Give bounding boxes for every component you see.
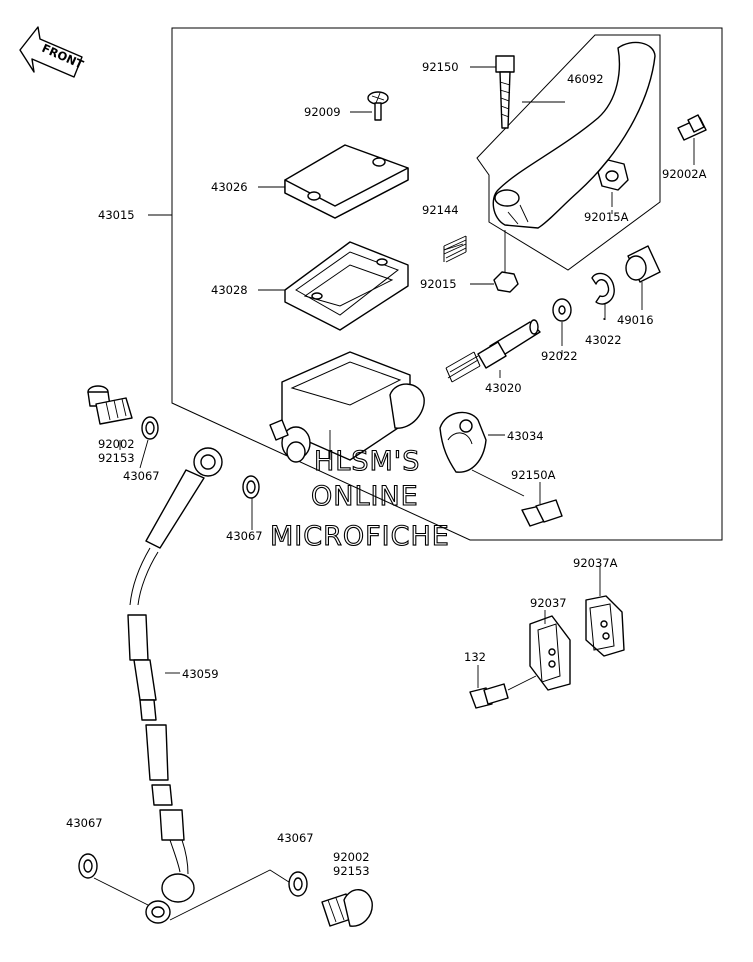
lever-frame: [476, 34, 661, 271]
washer-43067-c: [78, 853, 98, 879]
spring-92144: [443, 235, 467, 263]
assembly-frame: [171, 27, 723, 541]
label-92015: 92015: [420, 277, 457, 291]
washer-43067-d: [288, 871, 308, 897]
label-92009: 92009: [304, 105, 341, 119]
bolt-92002A: [677, 114, 707, 165]
nut-92015: [470, 230, 519, 293]
washer-92022: [552, 298, 572, 346]
boot-49016: [625, 245, 661, 310]
label-92037: 92037: [530, 596, 567, 610]
watermark-line-3: MICROFICHE: [270, 521, 450, 552]
label-92150: 92150: [422, 60, 459, 74]
screw-92009: [350, 91, 389, 121]
reservoir-cap-43026: [258, 144, 409, 219]
screw-92150: [470, 55, 515, 129]
banjo-bolt-92002-bottom: [321, 889, 373, 927]
washer-43067-b: [242, 475, 260, 499]
label-92144: 92144: [422, 203, 459, 217]
label-132: 132: [464, 650, 486, 664]
brake-lever-46092: [492, 41, 656, 229]
lead-lines: [119, 210, 613, 530]
front-arrow: FRONT: [19, 26, 86, 78]
label-43034: 43034: [507, 429, 544, 443]
label-43028: 43028: [211, 283, 248, 297]
bracket-92037: [529, 610, 571, 691]
label-92002A: 92002A: [662, 167, 707, 181]
watermark-line-1: HLSM'S: [314, 446, 420, 477]
label-92150A: 92150A: [511, 468, 556, 482]
diaphragm-43028: [258, 241, 409, 331]
label-43059: 43059: [182, 667, 219, 681]
label-92022: 92022: [541, 349, 578, 363]
label-92002-top: 92002: [98, 437, 135, 451]
piston-43020: [445, 319, 541, 383]
nut-92015A: [597, 159, 629, 207]
label-43067-b: 43067: [226, 529, 263, 543]
bolt-132: [469, 665, 537, 709]
washer-43067-a: [141, 416, 159, 440]
label-92153-top: 92153: [98, 451, 135, 465]
label-43067-d: 43067: [277, 831, 314, 845]
hose-lead-lines: [93, 869, 293, 921]
label-92037A: 92037A: [573, 556, 618, 570]
bracket-92037A: [585, 566, 625, 657]
banjo-bolt-92002-top: [87, 385, 133, 425]
label-43026: 43026: [211, 180, 248, 194]
label-43067-c: 43067: [66, 816, 103, 830]
watermark-line-2: ONLINE: [311, 481, 419, 512]
brake-hose-43059: [127, 447, 223, 924]
label-43067-a: 43067: [123, 469, 160, 483]
label-49016: 49016: [617, 313, 654, 327]
clamp-43034: [439, 411, 505, 473]
label-43022: 43022: [585, 333, 622, 347]
label-43020: 43020: [485, 381, 522, 395]
master-cylinder-body: [269, 351, 425, 463]
label-92153-bottom: 92153: [333, 864, 370, 878]
clip-43022: [591, 272, 615, 320]
label-92002-bottom: 92002: [333, 850, 370, 864]
label-46092: 46092: [567, 72, 604, 86]
label-92015A: 92015A: [584, 210, 629, 224]
label-43015: 43015: [98, 208, 135, 222]
bolt-92150A: [471, 469, 563, 527]
